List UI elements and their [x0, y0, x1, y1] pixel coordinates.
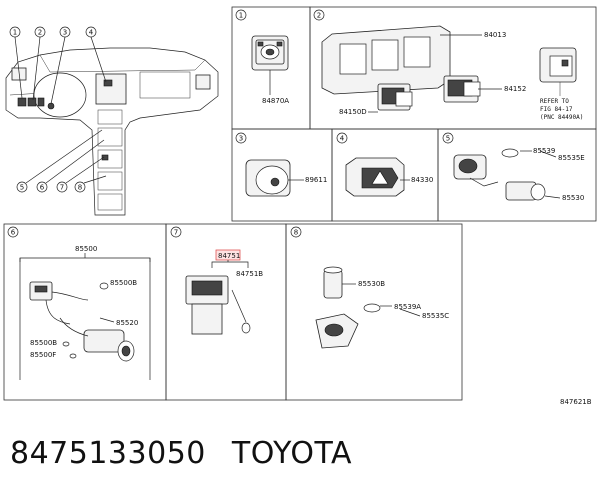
svg-text:FIG 84-17: FIG 84-17 — [540, 106, 573, 113]
panel-1: 1 84870A — [231, 6, 311, 130]
callout-4: 4 — [85, 26, 107, 83]
svg-text:(PNC 84490A): (PNC 84490A) — [540, 114, 583, 121]
svg-text:7: 7 — [174, 229, 178, 237]
svg-text:85500B: 85500B — [110, 279, 137, 287]
svg-text:85530: 85530 — [562, 194, 584, 202]
svg-text:3: 3 — [239, 135, 243, 143]
svg-text:85535C: 85535C — [422, 312, 449, 320]
svg-text:84152: 84152 — [504, 85, 526, 93]
svg-text:6: 6 — [11, 229, 16, 237]
svg-text:4: 4 — [340, 135, 345, 143]
svg-text:4: 4 — [89, 29, 94, 37]
svg-text:84013: 84013 — [484, 31, 506, 39]
panel-2: 2 84013 84152 84150D REFER TO FIG 84-17 … — [309, 6, 597, 130]
svg-text:85539A: 85539A — [394, 303, 421, 311]
svg-text:84751: 84751 — [218, 252, 240, 260]
svg-text:85520: 85520 — [116, 319, 138, 327]
svg-text:89611: 89611 — [305, 176, 327, 184]
svg-text:7: 7 — [60, 184, 64, 192]
callout-6: 6 — [36, 139, 105, 193]
svg-text:84751B: 84751B — [236, 270, 263, 278]
svg-text:2: 2 — [38, 29, 42, 37]
svg-text:85500: 85500 — [75, 245, 97, 253]
drawing-code: 847621B — [560, 398, 592, 406]
svg-text:8: 8 — [294, 229, 298, 237]
svg-text:85539: 85539 — [533, 147, 555, 155]
svg-text:84870A: 84870A — [262, 97, 289, 105]
svg-text:84330: 84330 — [411, 176, 433, 184]
svg-text:85500F: 85500F — [30, 351, 56, 359]
svg-text:1: 1 — [239, 12, 243, 20]
callout-8: 8 — [74, 175, 107, 193]
overview-callouts: 1 2 3 4 5 6 7 8 — [9, 26, 107, 193]
part-caption: 8475133050 TOYOTA — [10, 436, 352, 476]
callout-7: 7 — [56, 156, 105, 193]
callout-3: 3 — [50, 26, 71, 105]
panel-3: 3 89611 — [231, 128, 333, 222]
callout-2: 2 — [32, 26, 46, 101]
svg-text:1: 1 — [13, 29, 17, 37]
svg-text:5: 5 — [20, 184, 24, 192]
part-number: 8475133050 — [10, 436, 206, 471]
dashboard-overview — [5, 47, 219, 216]
callout-1: 1 — [9, 26, 23, 99]
svg-text:REFER TO: REFER TO — [540, 98, 569, 105]
svg-text:85500B: 85500B — [30, 339, 57, 347]
panel-6: 6 85500 85500B 85520 85500B 85500F — [3, 223, 167, 401]
svg-text:84150D: 84150D — [339, 108, 367, 116]
svg-text:85535E: 85535E — [558, 154, 585, 162]
panel-8: 8 85530B 85539A 85535C — [285, 223, 463, 401]
panel-4: 4 84330 — [331, 128, 439, 222]
svg-text:6: 6 — [40, 184, 45, 192]
panel-7: 7 84751 84751B — [165, 223, 287, 401]
brand-name: TOYOTA — [231, 436, 352, 471]
svg-text:5: 5 — [446, 135, 450, 143]
svg-text:85530B: 85530B — [358, 280, 385, 288]
callout-5: 5 — [16, 129, 103, 193]
panel-5: 5 85539 85535E 85530 — [437, 128, 597, 222]
svg-text:3: 3 — [63, 29, 67, 37]
svg-text:2: 2 — [317, 12, 321, 20]
svg-text:8: 8 — [78, 184, 82, 192]
